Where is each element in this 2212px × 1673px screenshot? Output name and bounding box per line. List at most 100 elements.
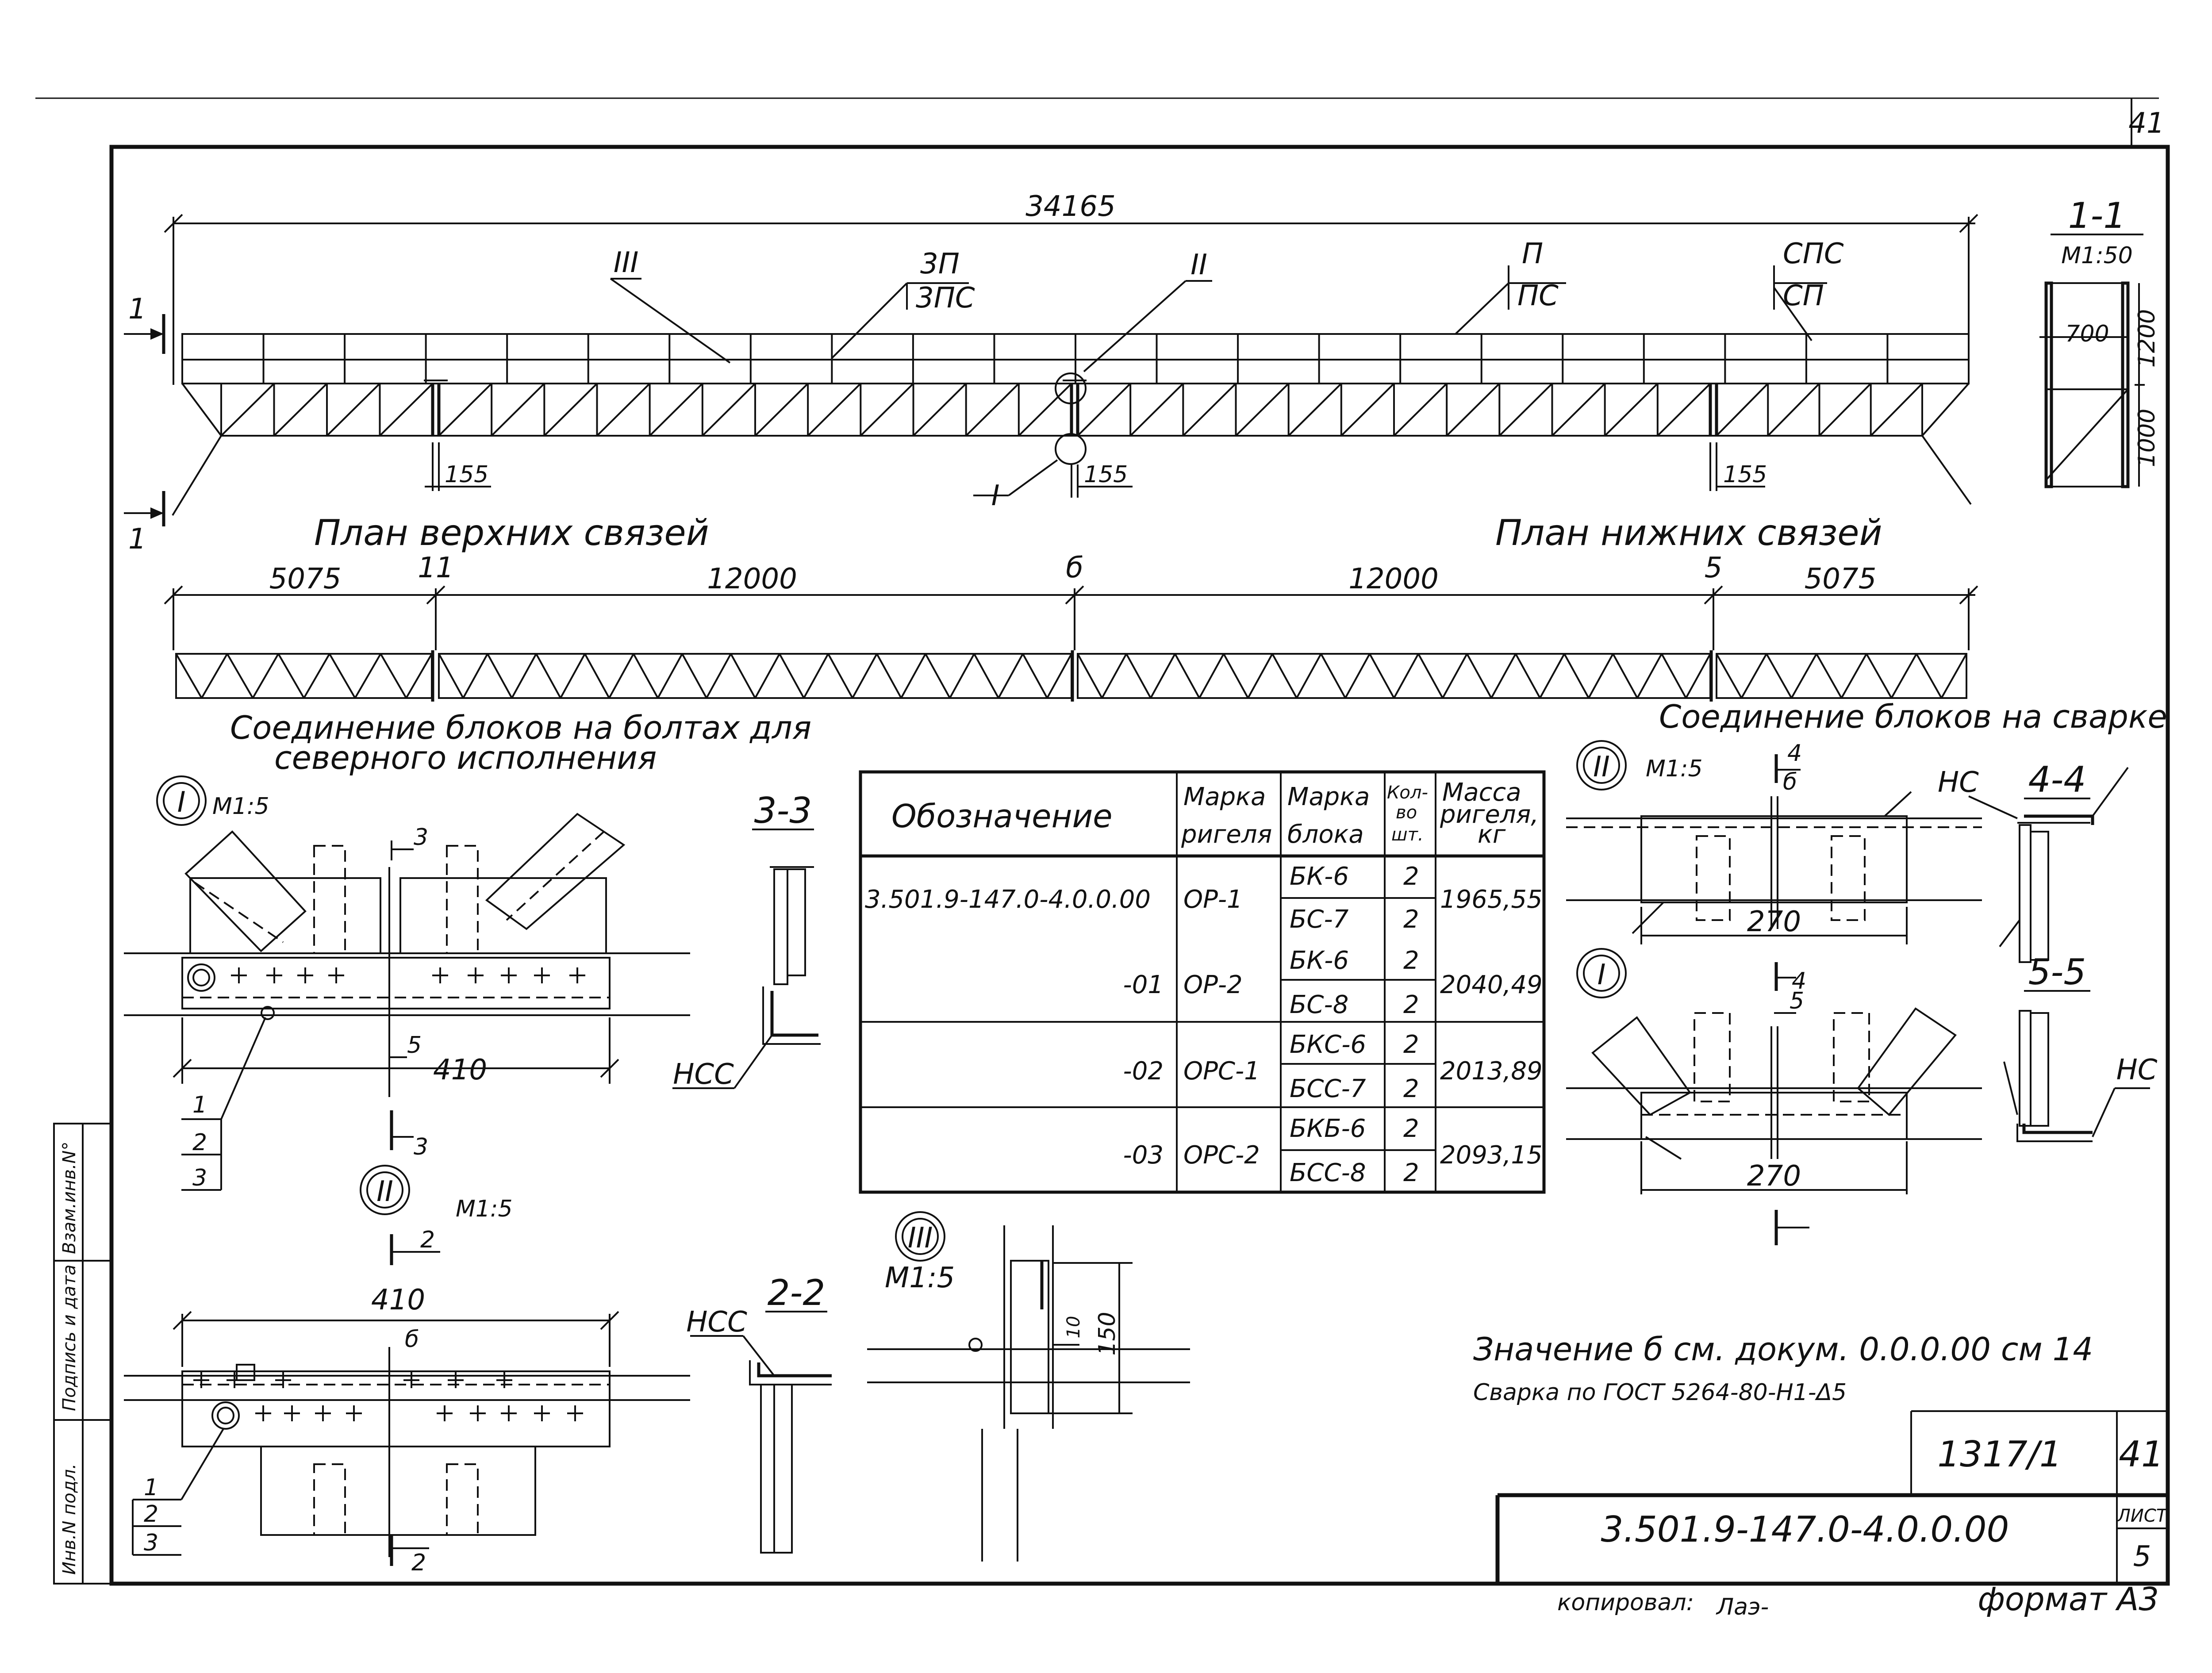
zigzag-diagonal (226, 653, 254, 699)
zigzag-diagonal (633, 653, 659, 698)
zigzag-diagonal (852, 653, 878, 698)
table-row-1-rigel: ОР-1 (1183, 885, 1243, 914)
copied-by-label: копировал: (1557, 1589, 1694, 1616)
sheet-frame (35, 97, 2170, 1586)
nc-label-5-5: НС (2116, 1054, 2158, 1086)
dim-270-node-I: 270 (1747, 1160, 1801, 1193)
truss-diagonal (220, 383, 275, 437)
leader-3-node-I: 3 (192, 1165, 207, 1191)
table-header-mass-1: Масса (1442, 778, 1521, 807)
truss-diagonal (1018, 383, 1072, 437)
table-row-1-code: 3.501.9-147.0-4.0.0.00 (865, 885, 1151, 914)
upper-bracing-truss (220, 383, 1923, 437)
cut-mark-4-top: 4 (1787, 740, 1802, 767)
node-III-scale: М1:5 (885, 1262, 955, 1294)
table-header-mass-2: ригеля, (1440, 800, 1539, 829)
truss-diagonal (1340, 383, 1395, 437)
zigzag-diagonal (201, 653, 228, 699)
zigzag-diagonal (1296, 653, 1322, 698)
truss-diagonal (1129, 383, 1184, 437)
table-row-3-block-b: БСС-7 (1290, 1074, 1366, 1103)
truss-diagonal (1716, 383, 1769, 437)
zigzag-diagonal (1077, 653, 1103, 698)
caption-upper-bracing: План верхних связей (314, 512, 709, 553)
plan-bottom: 5075 12000 12000 5075 11 б 5 (164, 552, 1978, 702)
table-header-qty-2: во (1396, 802, 1417, 823)
table-row-3-block-a: БКС-6 (1290, 1030, 1366, 1059)
table-row-1-qty-b: 2 (1403, 905, 1419, 934)
zigzag-diagonal (925, 653, 951, 698)
ncc-label-3-3: НСС (673, 1058, 734, 1091)
table-row-2-mass: 2040,49 (1440, 971, 1543, 999)
zigzag-diagonal (1417, 653, 1444, 698)
zigzag-diagonal (329, 653, 356, 699)
node-I-welded-label: I (1598, 959, 1606, 991)
section-1-1-h1000: 1000 (2134, 409, 2160, 467)
bolt-washer-node-II (211, 1401, 240, 1430)
truss-diagonal (379, 383, 434, 437)
truss-diagonal (1819, 383, 1872, 437)
zigzag-diagonal (876, 653, 902, 698)
leader-2-node-I: 2 (192, 1129, 207, 1156)
dim-410-node-II: 410 (371, 1284, 425, 1316)
zigzag-diagonal (1790, 653, 1817, 698)
truss-diagonal (273, 383, 328, 437)
stamp-sheet-number: 41 (2119, 1434, 2164, 1475)
node-II-bolted-scale: М1:5 (456, 1196, 513, 1222)
side-stamp-vzam: Взам.инв.N° (59, 1142, 80, 1254)
zigzag-diagonal (1766, 653, 1793, 698)
zigzag-diagonal (1890, 653, 1917, 698)
truss-diagonal (1498, 383, 1553, 437)
cut-mark-3-top: 3 (414, 824, 428, 851)
node-I-label: I (177, 786, 186, 819)
node-III-dim-150: 150 (1094, 1312, 1121, 1355)
leader-3-node-II: 3 (144, 1530, 158, 1556)
rigel-table: Обозначение Марка ригеля Марка блока Кол… (859, 770, 1546, 1194)
dim-12000-left: 12000 (707, 563, 797, 595)
zigzag-diagonal (1515, 653, 1541, 698)
zigzag-diagonal (1198, 653, 1225, 698)
zigzag-diagonal (1393, 653, 1419, 698)
table-row-4-qty-b: 2 (1403, 1159, 1419, 1187)
zigzag-diagonal (730, 653, 756, 698)
cut-mark-2-top: 2 (420, 1227, 435, 1253)
stamp-code: 1317/1 (1937, 1434, 2062, 1475)
zigzag-diagonal (487, 653, 513, 698)
zigzag-diagonal (1174, 653, 1200, 698)
truss-diagonal (1767, 383, 1820, 437)
mark-3PS-bottom: 3ПС (916, 282, 975, 315)
zigzag-diagonal (303, 653, 330, 699)
table-row-3-rigel: ОРС-1 (1183, 1057, 1260, 1086)
mark-SPS-top: СПС (1783, 238, 1844, 270)
zigzag-diagonal (706, 653, 732, 698)
truss-diagonal (596, 383, 651, 437)
mark-P-top: П (1522, 238, 1543, 270)
truss-diagonal (965, 383, 1020, 437)
zigzag-diagonal (277, 653, 305, 699)
chord-panel-divisions (262, 334, 1889, 384)
truss-diagonal (543, 383, 598, 437)
title-block: 1317/1 41 3.501.9-147.0-4.0.0.00 ЛИСТ 5 (1495, 1410, 2169, 1584)
zigzag-diagonal (1636, 653, 1663, 698)
zigzag-diagonal (1022, 653, 1048, 698)
table-row-2-block-b: БС-8 (1290, 990, 1348, 1019)
zigzag-diagonal (535, 653, 561, 698)
zigzag-diagonal (1940, 653, 1967, 698)
truss-diagonal (860, 383, 914, 437)
side-stamp-podpis: Подпись и дата (59, 1265, 80, 1411)
side-stamp-inv-podl: Инв.N подл. (59, 1463, 80, 1575)
section-3-3-title: 3-3 (754, 790, 812, 831)
truss-diagonal (1870, 383, 1923, 437)
node-III-dim-10: 10 (1064, 1316, 1084, 1339)
table-row-3-code: -02 (1123, 1057, 1164, 1086)
zigzag-diagonal (1223, 653, 1249, 698)
truss-diagonal (913, 383, 967, 437)
zigzag-diagonal (560, 653, 586, 698)
table-row-2-qty-b: 2 (1403, 990, 1419, 1019)
cut-mark-5-welded: 5 (1790, 988, 1804, 1014)
welded-connection: Соединение блоков на сварке II М1:5 4 б … (1566, 698, 2167, 1245)
truss-diagonal (1446, 383, 1500, 437)
plan-top: 34165 1 1 (124, 190, 1978, 556)
nc-label-4-4: НС (1938, 766, 1979, 799)
